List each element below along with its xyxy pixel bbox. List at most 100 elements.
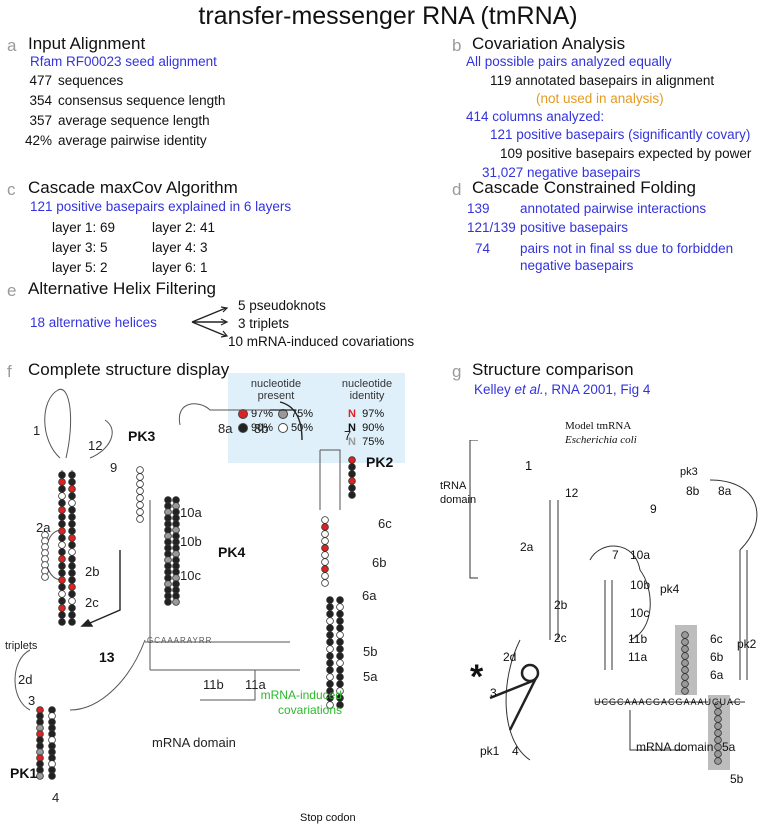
nucleotide-dot xyxy=(714,757,722,765)
nucleotide-dot xyxy=(48,772,56,780)
panel-d-text: annotated pairwise interactions xyxy=(520,201,707,216)
panel-d-num: 121/139 xyxy=(467,220,516,235)
nucleotide-dot xyxy=(136,487,144,495)
label-g-5b: 5b xyxy=(730,772,744,786)
nucleotide-dot xyxy=(714,743,722,751)
panel-e-target: 10 mRNA-induced covariations xyxy=(228,334,415,349)
label-f-8b: 8b xyxy=(254,421,269,436)
label-g-11b: 11b xyxy=(628,632,648,646)
panel-c-letter: c xyxy=(7,180,16,199)
panel-g-heading: Structure comparison xyxy=(472,360,634,379)
label-f-13: 13 xyxy=(99,649,115,665)
label-stop-codon: Stop codon xyxy=(300,812,356,824)
label-g-6a: 6a xyxy=(710,668,724,682)
label-f-10c: 10c xyxy=(180,568,201,583)
panel-g-model: Model tmRNA xyxy=(565,420,632,432)
label-g-10a: 10a xyxy=(630,548,651,562)
label-f-mrna-domain: mRNA domain xyxy=(152,735,236,750)
nucleotide-dot xyxy=(68,597,76,605)
nucleotide-dot xyxy=(321,551,329,559)
legend-present-90: 90% xyxy=(238,422,273,434)
nucleotide-dot xyxy=(68,604,76,612)
nucleotide-dot xyxy=(336,652,344,660)
nucleotide-dot xyxy=(326,603,334,611)
nucleotide-dot xyxy=(68,590,76,598)
label-g-2a: 2a xyxy=(520,540,534,554)
layer-item: layer 6: 1 xyxy=(152,260,208,275)
label-g-trna: tRNA xyxy=(440,480,467,492)
label-f-6a: 6a xyxy=(362,588,377,603)
nucleotide-dot xyxy=(321,579,329,587)
nucleotide-dot xyxy=(164,598,172,606)
nucleotide-dot xyxy=(68,527,76,535)
label-g-7: 7 xyxy=(612,548,619,562)
nucleotide-dot xyxy=(326,638,334,646)
nucleotide-dot xyxy=(681,631,689,639)
panel-b-line1: All possible pairs analyzed equally xyxy=(466,54,672,69)
nucleotide-dot xyxy=(58,485,66,493)
nucleotide-dot xyxy=(58,562,66,570)
nucleotide-dot xyxy=(681,659,689,667)
label-f-5b: 5b xyxy=(363,644,378,659)
nucleotide-dot xyxy=(58,527,66,535)
panel-c-heading: Cascade maxCov Algorithm xyxy=(28,178,238,197)
nucleotide-dot xyxy=(68,492,76,500)
panel-e-source: 18 alternative helices xyxy=(30,315,157,330)
label-f-10a: 10a xyxy=(180,505,202,520)
nucleotide-dot xyxy=(68,576,76,584)
nucleotide-dot xyxy=(58,478,66,486)
nucleotide-dot xyxy=(326,673,334,681)
nucleotide-dot xyxy=(336,645,344,653)
panel-e-target: 5 pseudoknots xyxy=(238,298,326,313)
label-g-5a: 5a xyxy=(722,740,736,754)
nucleotide-dot xyxy=(681,666,689,674)
nucleotide-dot xyxy=(348,463,356,471)
panel-g-organism: Escherichia coli xyxy=(565,434,637,446)
label-f-3: 3 xyxy=(28,693,36,708)
label-g-pk3: pk3 xyxy=(680,466,698,478)
nucleotide-dot xyxy=(348,470,356,478)
label-g-2d: 2d xyxy=(503,650,517,664)
nucleotide-dot xyxy=(68,611,76,619)
label-f-pk4: PK4 xyxy=(218,544,246,560)
label-g-8b: 8b xyxy=(686,484,700,498)
legend-present-75: 75% xyxy=(278,408,313,420)
nucleotide-dot xyxy=(68,485,76,493)
legend-identity-75: N 75% xyxy=(348,436,385,448)
label-f-11b: 11b xyxy=(203,677,224,692)
nucleotide-dot xyxy=(326,610,334,618)
panel-d-num: 139 xyxy=(467,201,490,216)
nucleotide-dot xyxy=(321,537,329,545)
nucleotide-dot xyxy=(58,604,66,612)
nucleotide-dot xyxy=(336,603,344,611)
layer-item: layer 5: 2 xyxy=(52,260,108,275)
nucleotide-dot xyxy=(714,708,722,716)
panel-e-heading: Alternative Helix Filtering xyxy=(28,279,217,298)
nucleotide-dot xyxy=(326,596,334,604)
layer-item: layer 2: 41 xyxy=(152,220,216,235)
nucleotide-dot xyxy=(68,534,76,542)
panel-d-text: negative basepairs xyxy=(520,258,634,273)
nucleotide-dot xyxy=(714,722,722,730)
nucleotide-dot xyxy=(68,618,76,626)
label-mrna-cov: mRNA-induced covariations xyxy=(260,688,342,717)
nucleotide-dot xyxy=(58,569,66,577)
label-triplets: triplets xyxy=(5,640,38,652)
legend-identity-90: N 90% xyxy=(348,422,385,434)
nucleotide-dot xyxy=(336,631,344,639)
label-f-10b: 10b xyxy=(180,534,202,549)
label-f-12: 12 xyxy=(88,438,103,453)
panel-b-line3: (not used in analysis) xyxy=(536,91,664,106)
legend-box: nucleotide present nucleotide identity 9… xyxy=(228,373,405,463)
nucleotide-dot xyxy=(336,596,344,604)
label-g-6c: 6c xyxy=(710,632,723,646)
nucleotide-dot xyxy=(336,701,344,709)
panel-c-line1: 121 positive basepairs explained in 6 la… xyxy=(30,199,292,214)
label-f-seq: GCAAARAYRR xyxy=(147,636,213,645)
nucleotide-dot xyxy=(321,523,329,531)
panel-a-link: Rfam RF00023 seed alignment xyxy=(30,54,217,69)
nucleotide-dot xyxy=(336,624,344,632)
nucleotide-dot xyxy=(348,456,356,464)
nucleotide-dot xyxy=(681,645,689,653)
